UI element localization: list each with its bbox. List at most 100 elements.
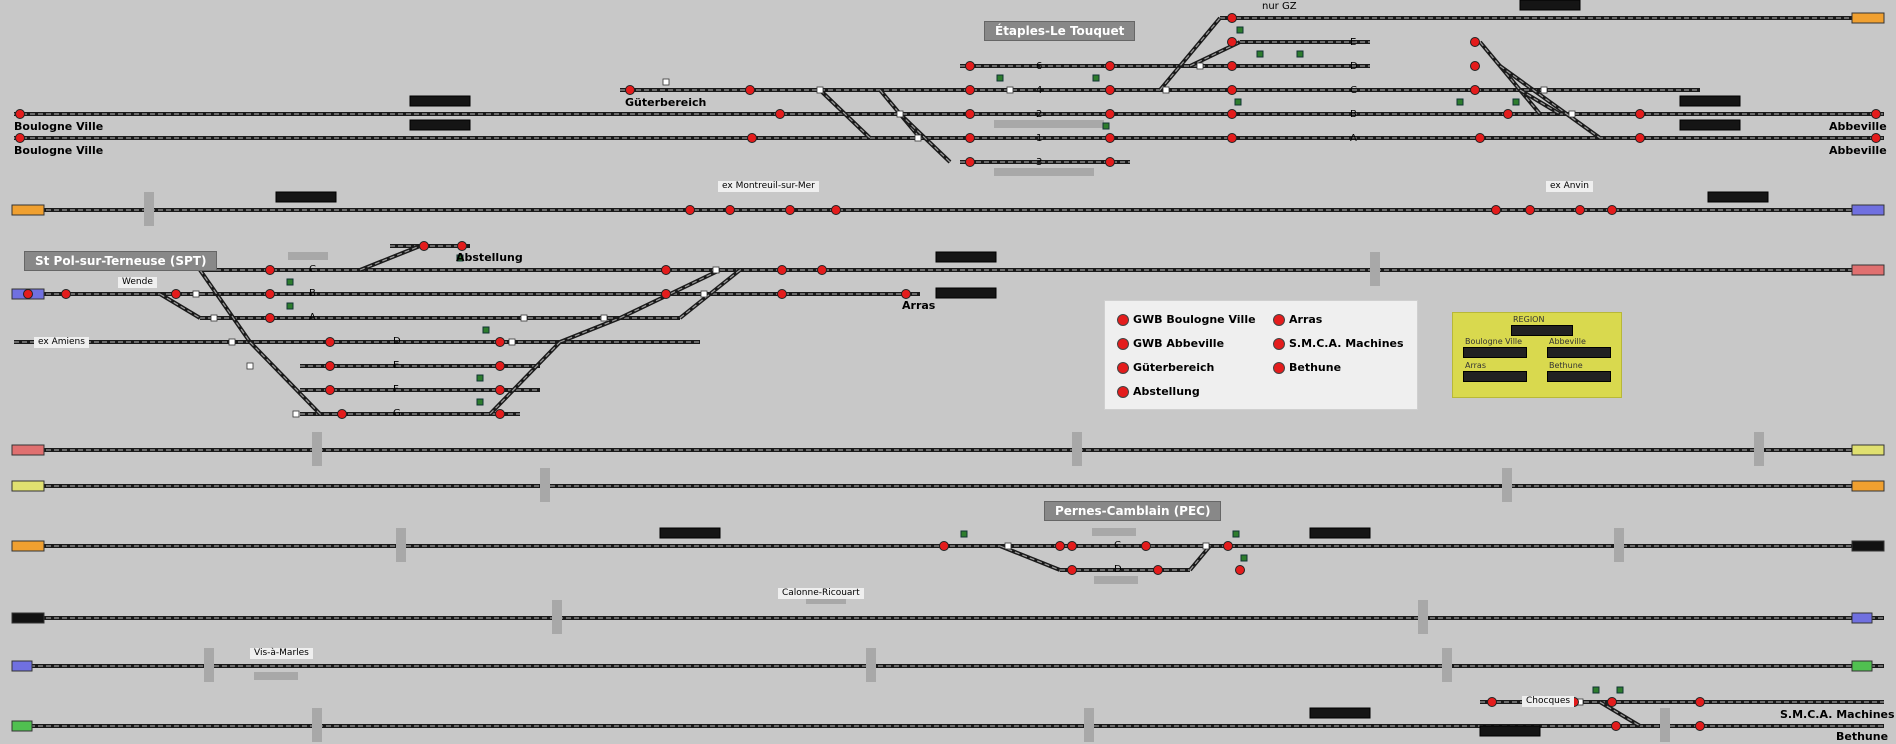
- signal-light-icon[interactable]: [325, 337, 335, 347]
- switch-point-icon[interactable]: [1092, 74, 1100, 82]
- switch-point-icon[interactable]: [1232, 530, 1240, 538]
- signal-light-icon[interactable]: [1227, 61, 1237, 71]
- signal-light-icon[interactable]: [495, 409, 505, 419]
- switch-point-icon[interactable]: [476, 398, 484, 406]
- signal-light-icon[interactable]: [1235, 565, 1245, 575]
- signal-light-icon[interactable]: [1871, 109, 1881, 119]
- signal-light-icon[interactable]: [1470, 61, 1480, 71]
- switch-point-icon[interactable]: [1456, 98, 1464, 106]
- signal-light-icon[interactable]: [661, 265, 671, 275]
- switch-point-icon[interactable]: [960, 530, 968, 538]
- signal-light-icon[interactable]: [419, 241, 429, 251]
- region-display-abbeville[interactable]: [1547, 347, 1611, 358]
- switch-point-icon[interactable]: [292, 410, 300, 418]
- legend-gwb-abbeville[interactable]: GWB Abbeville: [1117, 337, 1224, 350]
- signal-light-icon[interactable]: [817, 265, 827, 275]
- signal-light-icon[interactable]: [1227, 133, 1237, 143]
- line-end-marker[interactable]: [1851, 204, 1885, 216]
- switch-point-icon[interactable]: [1102, 122, 1110, 130]
- signal-light-icon[interactable]: [1695, 697, 1705, 707]
- signal-light-icon[interactable]: [965, 61, 975, 71]
- line-end-marker[interactable]: [1851, 480, 1885, 492]
- signal-light-icon[interactable]: [1695, 721, 1705, 731]
- line-end-marker[interactable]: [11, 204, 45, 216]
- route-display-icon[interactable]: [409, 119, 471, 131]
- signal-light-icon[interactable]: [1105, 133, 1115, 143]
- region-display-boulogne[interactable]: [1463, 347, 1527, 358]
- switch-point-icon[interactable]: [816, 86, 824, 94]
- route-display-icon[interactable]: [275, 191, 337, 203]
- signal-light-icon[interactable]: [965, 157, 975, 167]
- switch-point-icon[interactable]: [896, 110, 904, 118]
- switch-point-icon[interactable]: [1296, 50, 1304, 58]
- signal-light-icon[interactable]: [23, 289, 33, 299]
- signal-light-icon[interactable]: [1105, 109, 1115, 119]
- signal-light-icon[interactable]: [965, 133, 975, 143]
- switch-point-icon[interactable]: [246, 362, 254, 370]
- signal-light-icon[interactable]: [1105, 61, 1115, 71]
- signal-light-icon[interactable]: [457, 241, 467, 251]
- route-display-icon[interactable]: [659, 527, 721, 539]
- signal-light-icon[interactable]: [495, 361, 505, 371]
- route-display-icon[interactable]: [1679, 119, 1741, 131]
- switch-point-icon[interactable]: [1236, 26, 1244, 34]
- signal-light-icon[interactable]: [747, 133, 757, 143]
- line-end-marker[interactable]: [1851, 264, 1885, 276]
- signal-light-icon[interactable]: [265, 313, 275, 323]
- signal-light-icon[interactable]: [1871, 133, 1881, 143]
- signal-light-icon[interactable]: [685, 205, 695, 215]
- switch-point-icon[interactable]: [1004, 542, 1012, 550]
- legend-bethune[interactable]: Bethune: [1273, 361, 1341, 374]
- switch-point-icon[interactable]: [1202, 542, 1210, 550]
- signal-light-icon[interactable]: [61, 289, 71, 299]
- switch-point-icon[interactable]: [1616, 686, 1624, 694]
- route-display-icon[interactable]: [1309, 707, 1371, 719]
- signal-light-icon[interactable]: [1607, 205, 1617, 215]
- line-end-marker[interactable]: [11, 444, 45, 456]
- signal-light-icon[interactable]: [1153, 565, 1163, 575]
- signal-light-icon[interactable]: [1227, 13, 1237, 23]
- signal-light-icon[interactable]: [15, 133, 25, 143]
- line-end-marker[interactable]: [1851, 12, 1885, 24]
- signal-light-icon[interactable]: [325, 385, 335, 395]
- signal-light-icon[interactable]: [1611, 721, 1621, 731]
- signal-light-icon[interactable]: [1105, 85, 1115, 95]
- station-etaples[interactable]: Étaples-Le Touquet: [984, 21, 1136, 41]
- line-end-marker[interactable]: [11, 720, 33, 732]
- signal-light-icon[interactable]: [1067, 565, 1077, 575]
- signal-light-icon[interactable]: [661, 289, 671, 299]
- switch-point-icon[interactable]: [1006, 86, 1014, 94]
- signal-light-icon[interactable]: [777, 289, 787, 299]
- region-display-bethune[interactable]: [1547, 371, 1611, 382]
- route-display-icon[interactable]: [1679, 95, 1741, 107]
- signal-light-icon[interactable]: [1223, 541, 1233, 551]
- signal-light-icon[interactable]: [337, 409, 347, 419]
- switch-point-icon[interactable]: [700, 290, 708, 298]
- signal-light-icon[interactable]: [625, 85, 635, 95]
- signal-light-icon[interactable]: [1227, 37, 1237, 47]
- switch-point-icon[interactable]: [712, 266, 720, 274]
- signal-light-icon[interactable]: [1487, 697, 1497, 707]
- route-display-icon[interactable]: [1707, 191, 1769, 203]
- switch-point-icon[interactable]: [520, 314, 528, 322]
- signal-light-icon[interactable]: [831, 205, 841, 215]
- legend-smca[interactable]: S.M.C.A. Machines: [1273, 337, 1404, 350]
- signal-light-icon[interactable]: [1635, 109, 1645, 119]
- switch-point-icon[interactable]: [996, 74, 1004, 82]
- legend-gwb-boulogne[interactable]: GWB Boulogne Ville: [1117, 313, 1256, 326]
- line-end-marker[interactable]: [1851, 540, 1885, 552]
- switch-point-icon[interactable]: [600, 314, 608, 322]
- switch-point-icon[interactable]: [1162, 86, 1170, 94]
- signal-light-icon[interactable]: [15, 109, 25, 119]
- signal-light-icon[interactable]: [1227, 109, 1237, 119]
- route-display-icon[interactable]: [1309, 527, 1371, 539]
- switch-point-icon[interactable]: [508, 338, 516, 346]
- line-end-marker[interactable]: [1851, 444, 1885, 456]
- route-display-icon[interactable]: [935, 251, 997, 263]
- signal-light-icon[interactable]: [965, 109, 975, 119]
- route-display-icon[interactable]: [409, 95, 471, 107]
- signal-light-icon[interactable]: [1470, 85, 1480, 95]
- signal-light-icon[interactable]: [1525, 205, 1535, 215]
- switch-point-icon[interactable]: [1196, 62, 1204, 70]
- switch-point-icon[interactable]: [1256, 50, 1264, 58]
